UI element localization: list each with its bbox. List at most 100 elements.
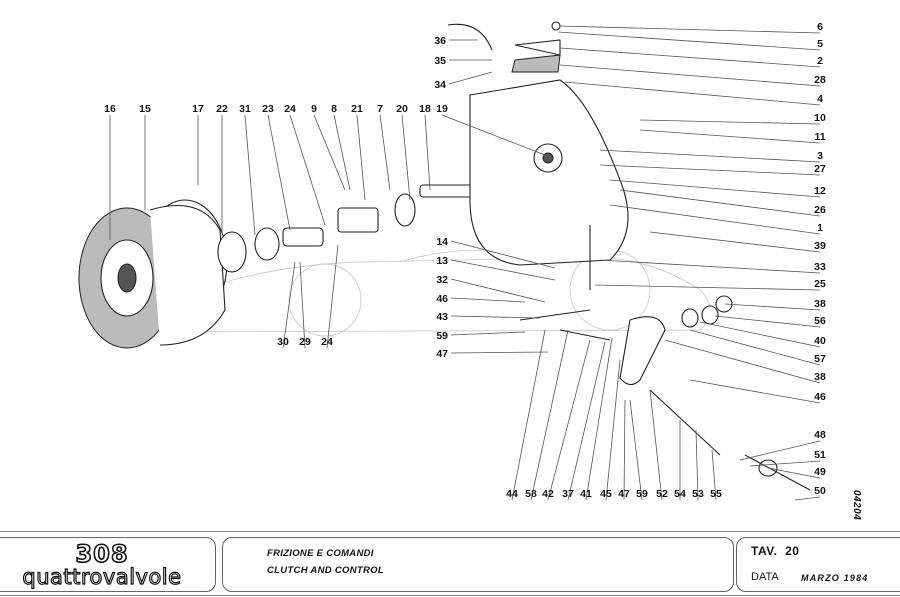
callout-label: 59 (636, 488, 648, 500)
callout-label: 41 (580, 488, 592, 500)
callout-label: 43 (436, 311, 448, 323)
callout-label: 19 (436, 103, 448, 115)
date-label: DATA (751, 571, 779, 583)
leader-line (267, 114, 291, 231)
callout-label: 35 (434, 55, 446, 67)
leader-line (450, 331, 526, 336)
leader-line (450, 315, 541, 319)
date-value: MARZO 1984 (801, 573, 869, 583)
leader-line (639, 129, 821, 144)
callout-label: 7 (377, 103, 383, 115)
callout-label: 1 (817, 222, 823, 234)
leader-line (594, 284, 821, 291)
leader-line (450, 278, 546, 303)
title-block-top-rule (0, 531, 900, 532)
callout-label: 47 (618, 488, 630, 500)
leader-line (599, 164, 821, 176)
callout-label: 57 (814, 353, 826, 365)
leader-line (441, 114, 546, 156)
leader-line (599, 259, 821, 274)
callout-label: 12 (814, 185, 826, 197)
callout-label: 36 (434, 35, 446, 47)
leader-line (450, 351, 549, 354)
callout-label: 2 (817, 55, 823, 67)
callout-label: 37 (562, 488, 574, 500)
leader-line (711, 449, 717, 501)
callout-label: 22 (216, 103, 228, 115)
leader-line (605, 359, 621, 501)
leader-line (567, 341, 606, 501)
callout-label: 26 (814, 204, 826, 216)
callout-label: 6 (817, 21, 823, 33)
leader-line (424, 114, 431, 191)
leader-line (724, 303, 821, 311)
drawing-number: 04204 (851, 490, 862, 521)
callout-label: 32 (436, 274, 448, 286)
callout-label: 34 (434, 79, 446, 91)
leader-line (356, 114, 366, 201)
callout-label: 21 (351, 103, 363, 115)
callout-label: 52 (656, 488, 668, 500)
leader-line (739, 440, 821, 461)
leader-line (448, 71, 493, 85)
leader-line (629, 399, 643, 501)
callout-label: 50 (814, 485, 826, 497)
leader-line (244, 114, 256, 236)
leader-line (664, 339, 821, 384)
leader-line (699, 321, 821, 348)
leader-line (695, 429, 699, 501)
leader-line (749, 460, 821, 467)
leader-line (559, 25, 821, 34)
callout-label: 28 (814, 74, 826, 86)
leader-line (619, 189, 821, 217)
callout-label: 40 (814, 335, 826, 347)
leader-line (450, 297, 526, 303)
callout-label: 20 (396, 103, 408, 115)
title-block-bottom-rule (0, 595, 900, 596)
title-box: FRIZIONE E COMANDI CLUTCH AND CONTROL (222, 537, 734, 592)
callout-label: 58 (525, 488, 537, 500)
callout-label: 24 (321, 336, 333, 348)
callout-label: 27 (814, 163, 826, 175)
sheet-info-box: TAV. 20 DATA MARZO 1984 (736, 537, 900, 592)
leader-line (649, 231, 821, 253)
callout-label: 4 (817, 93, 823, 105)
callout-label: 30 (277, 336, 289, 348)
tav-number: 20 (785, 544, 800, 558)
leader-line (599, 149, 821, 163)
leader-line (767, 467, 821, 479)
callout-label: 33 (814, 261, 826, 273)
leader-line (289, 114, 326, 226)
leader-line (282, 261, 296, 349)
leader-line (714, 315, 821, 328)
leader-line (401, 114, 411, 201)
leader-line (557, 31, 821, 51)
leader-line (623, 399, 626, 501)
table-number: TAV. 20 (751, 544, 799, 558)
callout-label: 13 (436, 255, 448, 267)
leader-line (326, 244, 339, 349)
leader-line (794, 496, 821, 501)
leader-line (450, 259, 556, 281)
leader-line (649, 389, 663, 501)
callout-label: 56 (814, 315, 826, 327)
tav-label: TAV. (751, 544, 778, 558)
callout-label: 5 (817, 38, 823, 50)
callout-label: 48 (814, 429, 826, 441)
callout-label: 10 (814, 112, 826, 124)
callout-label: 55 (710, 488, 722, 500)
callout-label: 53 (692, 488, 704, 500)
leader-line (689, 329, 821, 366)
callout-label: 59 (436, 330, 448, 342)
leader-line (547, 339, 591, 501)
callout-label: 44 (506, 488, 518, 500)
leader-line (559, 47, 821, 68)
callout-label: 45 (600, 488, 612, 500)
leader-line (609, 204, 821, 235)
callout-label: 29 (299, 336, 311, 348)
callout-label: 15 (139, 103, 151, 115)
callout-label: 3 (817, 150, 823, 162)
logo-variant: quattrovalvole (22, 564, 182, 589)
leader-line (530, 329, 569, 501)
